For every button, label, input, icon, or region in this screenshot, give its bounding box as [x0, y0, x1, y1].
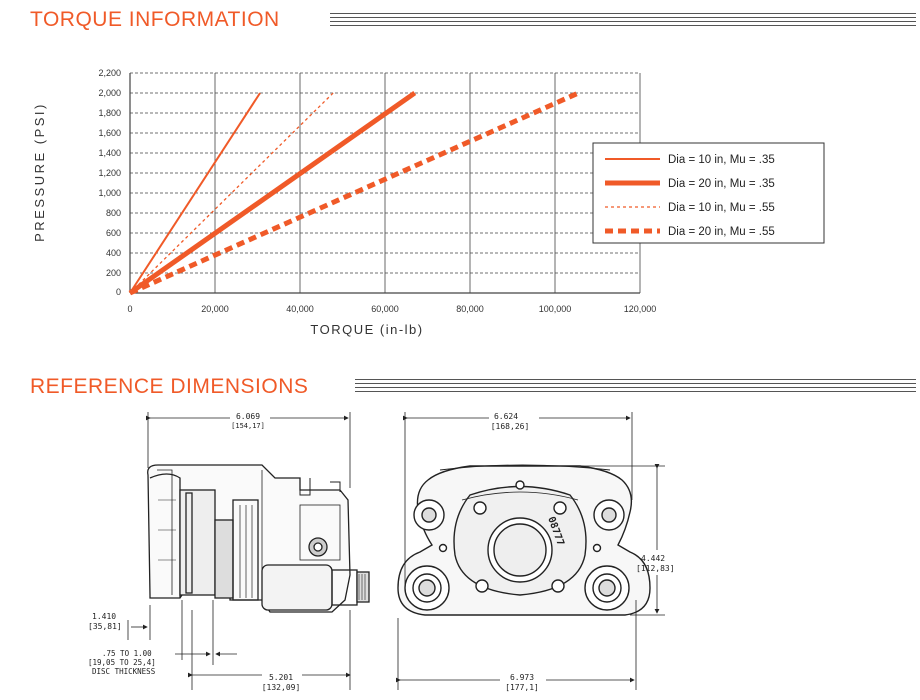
x-axis-label: TORQUE (in-lb) — [310, 322, 423, 337]
y-tick-label: 800 — [106, 208, 121, 218]
dim-height-front: 4.442 — [641, 554, 665, 563]
dim-base-front: 6.973 — [510, 673, 534, 682]
dim-height-front-mm: [112,83] — [636, 564, 675, 573]
x-tick-label: 60,000 — [371, 304, 399, 314]
caliper-front-view — [397, 464, 651, 616]
x-axis-ticks: 0 20,000 40,000 60,000 80,000 100,000 120,000 — [127, 304, 656, 314]
dimensions-section-title: REFERENCE DIMENSIONS — [30, 375, 309, 398]
dim-offset-left-mm: [35,81] — [88, 622, 122, 631]
y-tick-label: 0 — [116, 287, 121, 297]
x-tick-label: 40,000 — [286, 304, 314, 314]
chart-grid — [129, 72, 641, 294]
dim-base-side-mm: [132,09] — [262, 683, 301, 692]
dim-base-side: 5.201 — [269, 673, 293, 682]
x-tick-label: 20,000 — [201, 304, 229, 314]
dim-disc-label: DISC THICKNESS — [92, 667, 156, 676]
dim-width-front-mm: [168,26] — [491, 422, 530, 431]
y-tick-label: 400 — [106, 248, 121, 258]
y-tick-label: 1,800 — [98, 108, 121, 118]
x-tick-label: 80,000 — [456, 304, 484, 314]
x-tick-label: 120,000 — [624, 304, 657, 314]
y-tick-label: 1,200 — [98, 168, 121, 178]
dim-offset-left: 1.410 — [92, 612, 116, 621]
y-axis-label: PRESSURE (PSI) — [32, 102, 47, 242]
dim-width-front: 6.624 — [494, 412, 518, 421]
caliper-drawing: 6.069 [154,17] 1.410 [35,81] .75 TO 1.00… — [88, 411, 675, 695]
y-tick-label: 2,200 — [98, 68, 121, 78]
y-tick-label: 2,000 — [98, 88, 121, 98]
torque-title-rule — [330, 13, 916, 29]
legend-label-3: Dia = 10 in, Mu = .55 — [668, 202, 775, 214]
y-tick-label: 1,000 — [98, 188, 121, 198]
dim-disc-range: .75 TO 1.00 — [102, 649, 152, 658]
dim-width-side-mm: [154,17] — [231, 422, 265, 430]
series-line-4 — [128, 90, 580, 296]
y-tick-label: 1,600 — [98, 128, 121, 138]
dimensions-title-rule — [355, 379, 916, 395]
dim-base-front-mm: [177,1] — [505, 683, 539, 692]
chart-series — [128, 90, 580, 296]
legend-label-4: Dia = 20 in, Mu = .55 — [668, 226, 775, 238]
dim-width-side: 6.069 — [236, 412, 260, 421]
torque-section-title: TORQUE INFORMATION — [30, 8, 280, 31]
series-line-2 — [128, 90, 417, 296]
dim-disc-range-mm: [19,05 TO 25,4] — [88, 658, 156, 667]
y-tick-label: 200 — [106, 268, 121, 278]
caliper-side-view — [147, 464, 370, 613]
y-axis-ticks: 0 200 400 600 800 1,000 1,200 1,400 1,600 1,800 2,… — [98, 68, 121, 297]
y-tick-label: 600 — [106, 228, 121, 238]
series-line-1 — [129, 92, 261, 294]
legend-label-1: Dia = 10 in, Mu = .35 — [668, 154, 775, 166]
y-tick-label: 1,400 — [98, 148, 121, 158]
legend-label-2: Dia = 20 in, Mu = .35 — [668, 178, 775, 190]
x-tick-label: 100,000 — [539, 304, 572, 314]
x-tick-label: 0 — [127, 304, 132, 314]
